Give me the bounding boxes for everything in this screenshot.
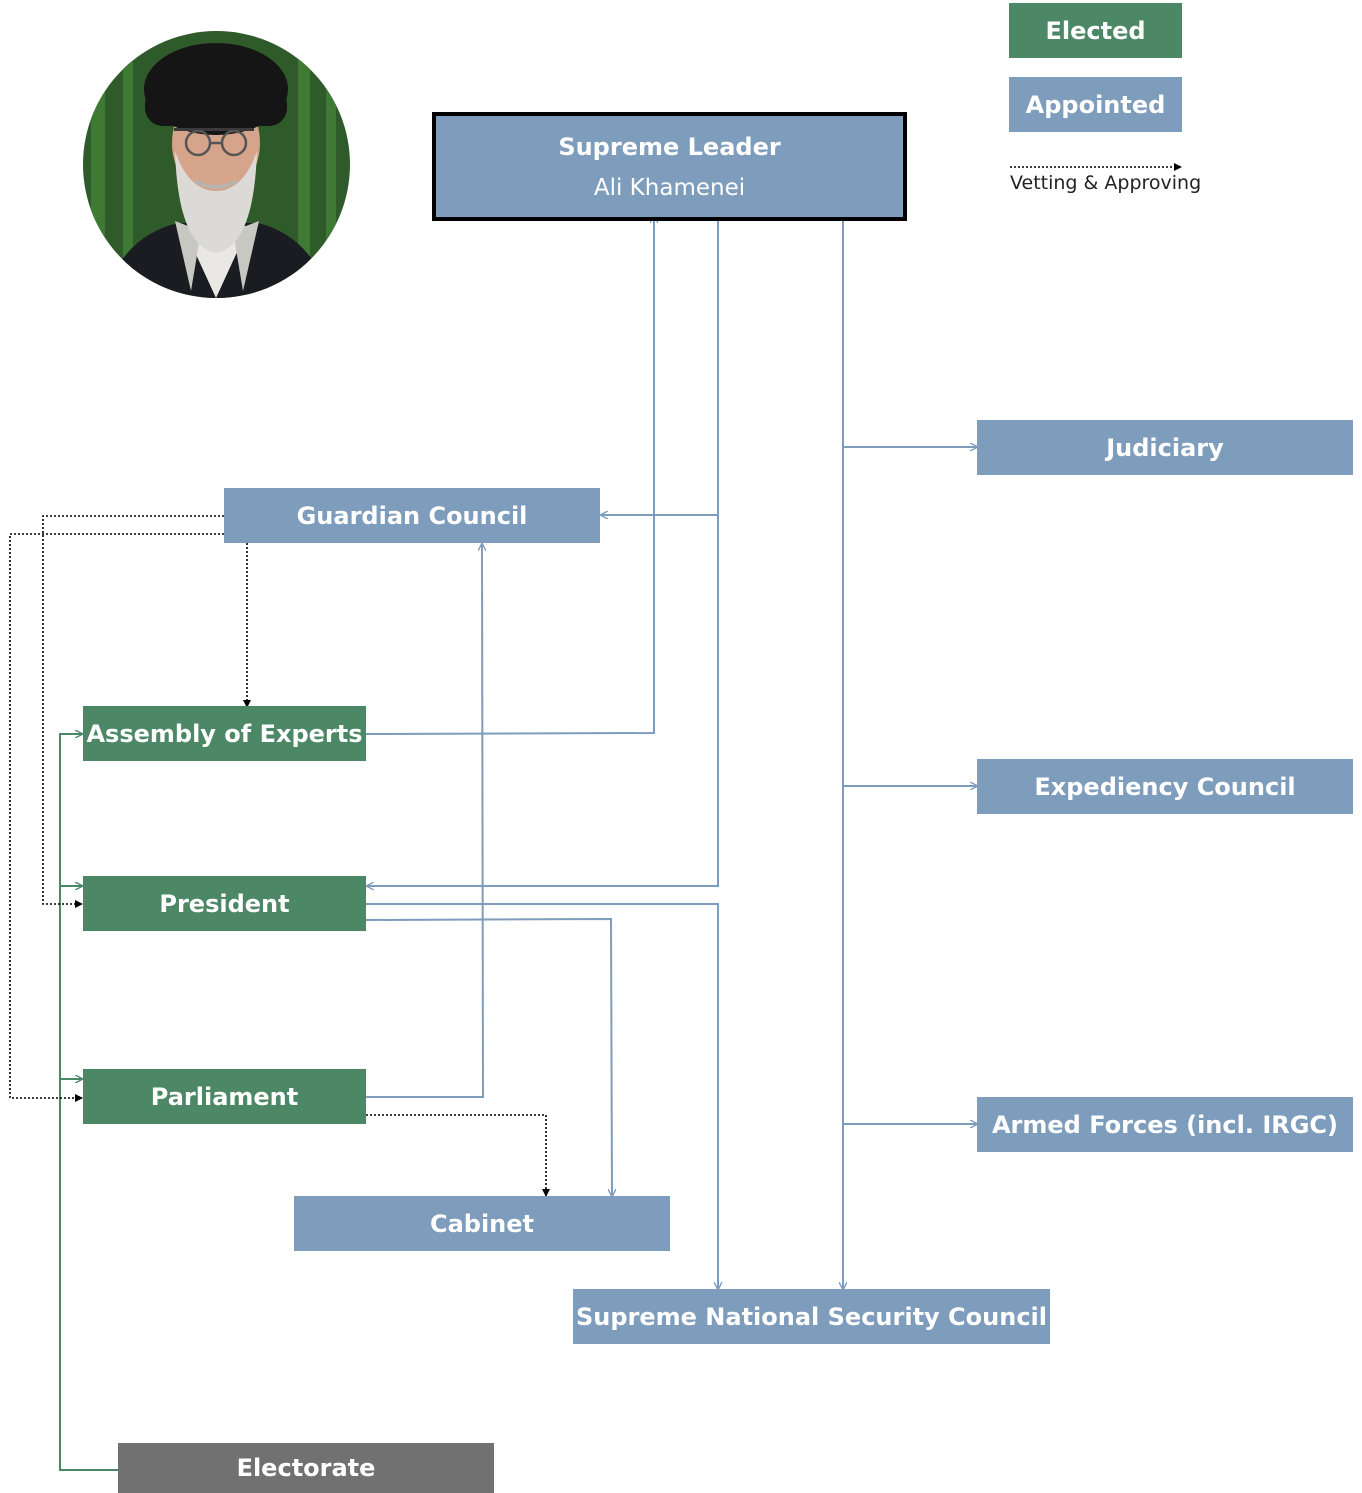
legend-appointed: Appointed	[1009, 77, 1182, 132]
line-electorate-trunk	[59, 734, 118, 1471]
supreme-leader-name: Ali Khamenei	[593, 174, 746, 201]
line-guardian-to-president	[42, 515, 224, 908]
legend-vetting-label: Vetting & Approving	[1010, 172, 1202, 194]
node-electorate: Electorate	[118, 1443, 494, 1493]
legend-appointed-label: Appointed	[1025, 90, 1166, 119]
supreme-leader-title: Supreme Leader	[558, 132, 781, 161]
node-guardian-council: Guardian Council	[224, 488, 600, 543]
node-armed-forces: Armed Forces (incl. IRGC)	[977, 1097, 1353, 1152]
leader-portrait	[83, 31, 350, 298]
node-judiciary: Judiciary	[977, 420, 1353, 475]
line-guardian-to-parliament	[9, 533, 224, 1102]
node-assembly-of-experts-label: Assembly of Experts	[86, 719, 363, 748]
line-assembly-to-leader	[365, 216, 654, 735]
node-guardian-council-label: Guardian Council	[296, 501, 528, 530]
line-president-to-snsc	[366, 903, 718, 1289]
node-expediency-council-label: Expediency Council	[1034, 772, 1296, 801]
line-parliament-to-guardian	[366, 544, 483, 1098]
node-electorate-label: Electorate	[236, 1454, 376, 1482]
line-parliament-to-cabinet	[366, 1114, 550, 1197]
line-president-to-cabinet	[365, 917, 612, 1196]
node-judiciary-label: Judiciary	[1106, 433, 1224, 462]
node-parliament: Parliament	[83, 1069, 366, 1124]
node-armed-forces-label: Armed Forces (incl. IRGC)	[991, 1110, 1339, 1139]
node-president-label: President	[159, 889, 290, 918]
line-leader-to-president	[367, 515, 719, 886]
node-president: President	[83, 876, 366, 931]
node-parliament-label: Parliament	[150, 1082, 299, 1111]
node-snsc: Supreme National Security Council	[573, 1289, 1050, 1344]
legend-elected: Elected	[1009, 3, 1182, 58]
node-cabinet: Cabinet	[294, 1196, 670, 1251]
node-snsc-label: Supreme National Security Council	[576, 1302, 1047, 1331]
line-leader-to-guardian	[601, 219, 719, 515]
supreme-leader-box: Supreme Leader Ali Khamenei	[432, 112, 907, 221]
legend-elected-label: Elected	[1045, 16, 1146, 45]
node-expediency-council: Expediency Council	[977, 759, 1353, 814]
node-assembly-of-experts: Assembly of Experts	[83, 706, 366, 761]
node-cabinet-label: Cabinet	[429, 1209, 535, 1238]
